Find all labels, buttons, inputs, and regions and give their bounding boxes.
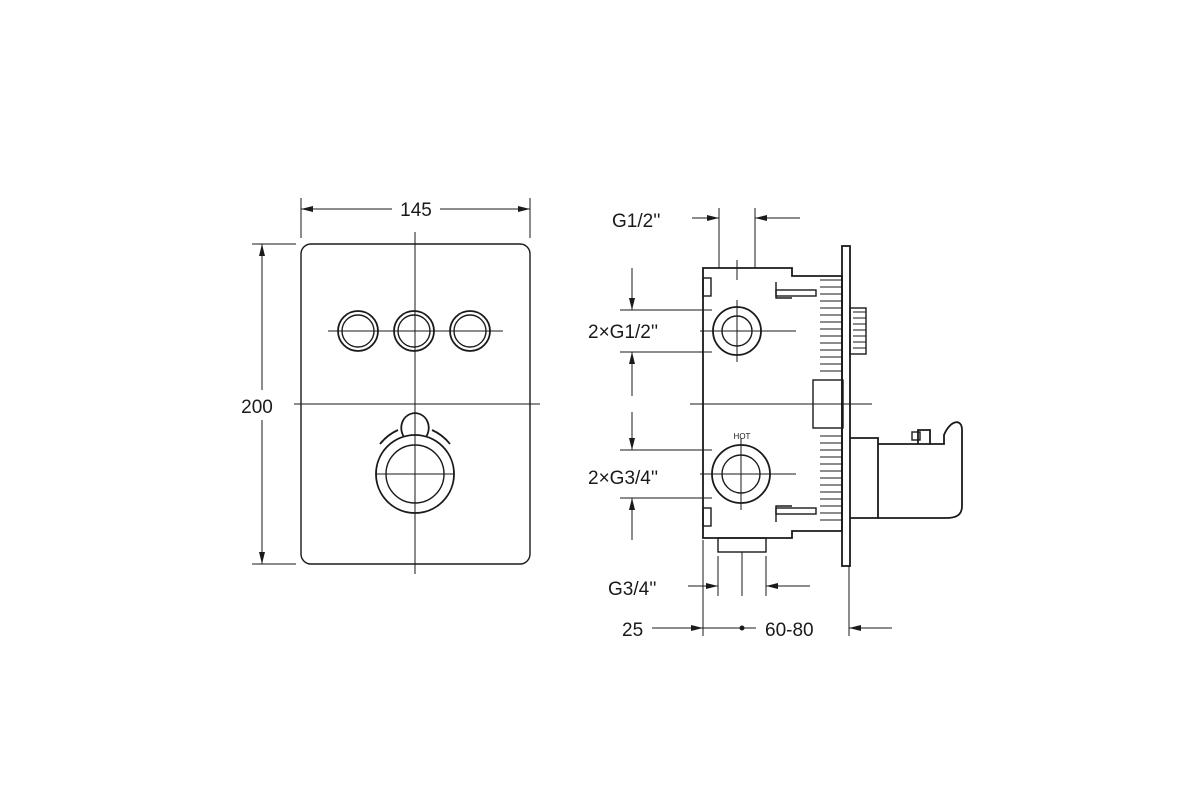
push-button-left	[337, 310, 379, 352]
top-outlet-label: G1/2''	[612, 211, 660, 232]
front-view: 145 200	[241, 198, 540, 574]
thermostat-knob	[375, 412, 455, 514]
lower-inlet: HOT	[700, 432, 796, 510]
height-label: 200	[241, 397, 273, 418]
width-dimension: 145	[300, 198, 531, 238]
upper-inlet	[700, 300, 796, 362]
upper-inlets-dimension: 2×G1/2''	[588, 268, 712, 396]
upper-inlets-label: 2×G1/2''	[588, 322, 658, 343]
bottom-outlet	[717, 537, 767, 596]
lower-inlets-dimension: 2×G3/4''	[588, 412, 712, 540]
offset-label: 25	[622, 620, 643, 641]
bottom-outlet-dimension: G3/4''	[608, 556, 810, 600]
side-push-button	[849, 307, 867, 355]
height-dimension: 200	[241, 243, 296, 565]
thread-ribs	[820, 279, 842, 521]
depth-dimension: 25 60-80	[622, 540, 892, 641]
push-button-center	[393, 310, 435, 352]
side-thermostat-handle	[850, 421, 963, 519]
push-button-right	[449, 310, 491, 352]
depth-label: 60-80	[765, 620, 814, 641]
bottom-outlet-label: G3/4''	[608, 579, 656, 600]
lower-inlets-label: 2×G3/4''	[588, 468, 658, 489]
side-view: HOT G1/2'' 2×G1/2'' 2×G3/4''	[588, 208, 963, 641]
hot-marking: HOT	[734, 432, 751, 441]
width-label: 145	[400, 200, 432, 221]
wall-plate	[841, 245, 851, 567]
top-outlet	[718, 208, 756, 280]
top-outlet-dimension: G1/2''	[612, 211, 800, 232]
